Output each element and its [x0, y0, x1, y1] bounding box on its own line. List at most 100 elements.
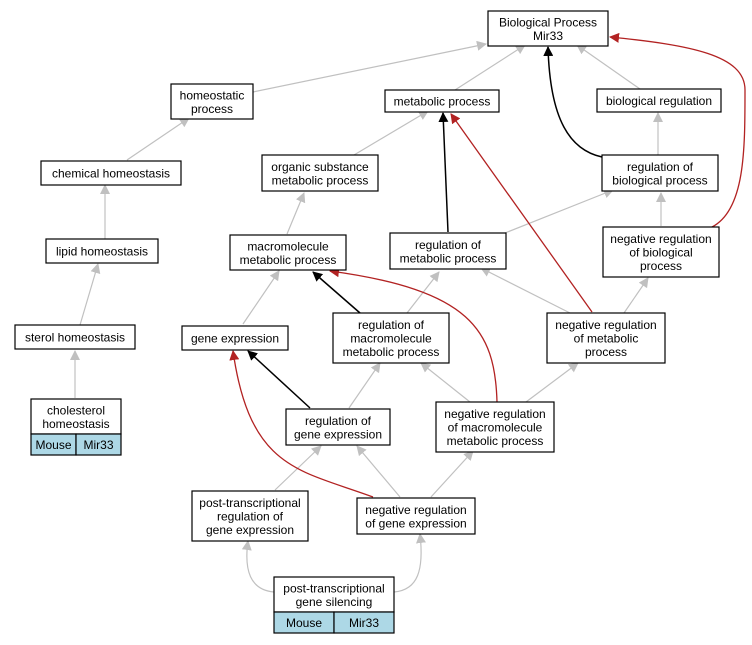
node-label-line: homeostatic — [180, 88, 245, 102]
node-gene-expression[interactable]: gene expression — [181, 325, 289, 351]
node-label-line: process — [191, 102, 233, 116]
node-box — [40, 160, 182, 186]
edge-negregmacromol-to-macromol-negreg — [329, 267, 498, 403]
node-label-line: negative regulation — [610, 232, 711, 246]
node-box — [181, 325, 289, 351]
node-label-line: regulation of — [358, 318, 425, 332]
node-label-line: of metabolic — [574, 332, 639, 346]
edge-macromol-to-orgsubst — [286, 192, 306, 235]
node-label-line: cholesterol — [47, 403, 105, 417]
node-label-line: process — [640, 259, 682, 273]
edge-chemhomeo-to-homeostatic — [126, 117, 190, 161]
edge-regmetab-to-regbio — [499, 188, 614, 236]
node-box — [191, 490, 309, 542]
edge-bioreg-to-bioprocess — [576, 44, 641, 90]
node-label-line: post-transcriptional — [283, 581, 384, 595]
node-lipid-homeostasis[interactable]: lipid homeostasis — [45, 238, 159, 264]
node-box — [261, 154, 379, 192]
node-label-line: metabolic process — [447, 434, 544, 448]
edge-posttranssilencing-to-negreggeneexpr — [393, 533, 426, 593]
node-label-line: gene expression — [206, 523, 294, 537]
node-chemical-homeostasis[interactable]: chemical homeostasis — [40, 160, 182, 186]
node-label-line: macromolecule — [247, 239, 329, 253]
node-label-line: gene expression — [191, 332, 279, 346]
edge-regmacromol-to-macromol-regulates — [312, 271, 361, 314]
node-label-line: of macromolecule — [448, 421, 543, 435]
node-box — [45, 238, 159, 264]
tag-box — [75, 433, 122, 456]
node-box — [601, 154, 719, 192]
edge-metabolic-to-bioprocess — [454, 44, 526, 91]
node-label-line: sterol homeostasis — [25, 331, 125, 345]
tag-label-mouse: Mouse — [286, 616, 322, 630]
node-metabolic-process[interactable]: metabolic process — [384, 89, 500, 113]
node-label-line: metabolic process — [343, 345, 440, 359]
edge-homeostatic-to-bioprocess — [252, 40, 487, 93]
edge-negreggeneexpr-to-reggeneexpr — [356, 445, 401, 498]
tag-box — [333, 611, 395, 634]
edge-negregmetab-to-metabolic-negreg — [450, 113, 593, 313]
node-box — [229, 234, 347, 271]
edge-regbio-to-bioprocess-regulates — [543, 46, 603, 158]
edge-negregmetab-to-negregbio — [623, 277, 649, 314]
node-box — [332, 312, 450, 364]
nodes: Biological ProcessMir33homeostaticproces… — [14, 10, 722, 634]
node-box — [389, 232, 507, 270]
node-box — [170, 83, 254, 120]
edge-geneexpr-to-macromol — [242, 270, 280, 325]
edge-negreggeneexpr-to-negregmacromol — [430, 450, 474, 498]
node-box — [435, 401, 555, 453]
node-label-line: Mir33 — [533, 29, 563, 43]
edge-sterolhomeo-to-lipidhomeo — [79, 263, 101, 326]
node-label-line: gene silencing — [296, 595, 373, 609]
tag-label-mir33: Mir33 — [83, 438, 113, 452]
node-box — [14, 324, 136, 350]
node-box — [273, 576, 395, 613]
node-box — [285, 408, 391, 446]
node-label-line: regulation of — [415, 238, 482, 252]
node-sterol-homeostasis[interactable]: sterol homeostasis — [14, 324, 136, 350]
node-label-line: process — [585, 345, 627, 359]
edge-negregmetab-to-regmetab — [480, 267, 571, 314]
node-label-line: regulation of — [627, 160, 694, 174]
node-label-line: regulation of — [305, 414, 372, 428]
node-label-line: metabolic process — [394, 95, 491, 109]
node-label-line: metabolic process — [272, 173, 369, 187]
node-box — [487, 10, 609, 47]
edge-regmetab-to-metabolic-regulates — [438, 112, 449, 233]
node-label-line: gene expression — [294, 427, 382, 441]
tag-label-mir33: Mir33 — [349, 616, 379, 630]
node-label-line: post-transcriptional — [199, 496, 300, 510]
node-label-line: lipid homeostasis — [56, 245, 148, 259]
node-box — [596, 88, 722, 113]
node-label-line: chemical homeostasis — [52, 167, 170, 181]
edge-negreggeneexpr-to-geneexpr-negreg — [229, 350, 374, 498]
edge-reggeneexpr-to-geneexpr-regulates — [247, 350, 311, 409]
node-label-line: negative regulation — [444, 407, 545, 421]
edge-negregbio-to-bioprocess-negreg — [609, 32, 746, 228]
node-label-line: of gene expression — [365, 516, 466, 530]
node-label-line: biological regulation — [606, 94, 712, 108]
node-label-line: of biological — [629, 246, 692, 260]
edges — [70, 32, 746, 593]
node-biological-regulation[interactable]: biological regulation — [596, 88, 722, 113]
edge-negregmacromol-to-negregmetab — [525, 362, 579, 403]
node-box — [356, 497, 476, 535]
